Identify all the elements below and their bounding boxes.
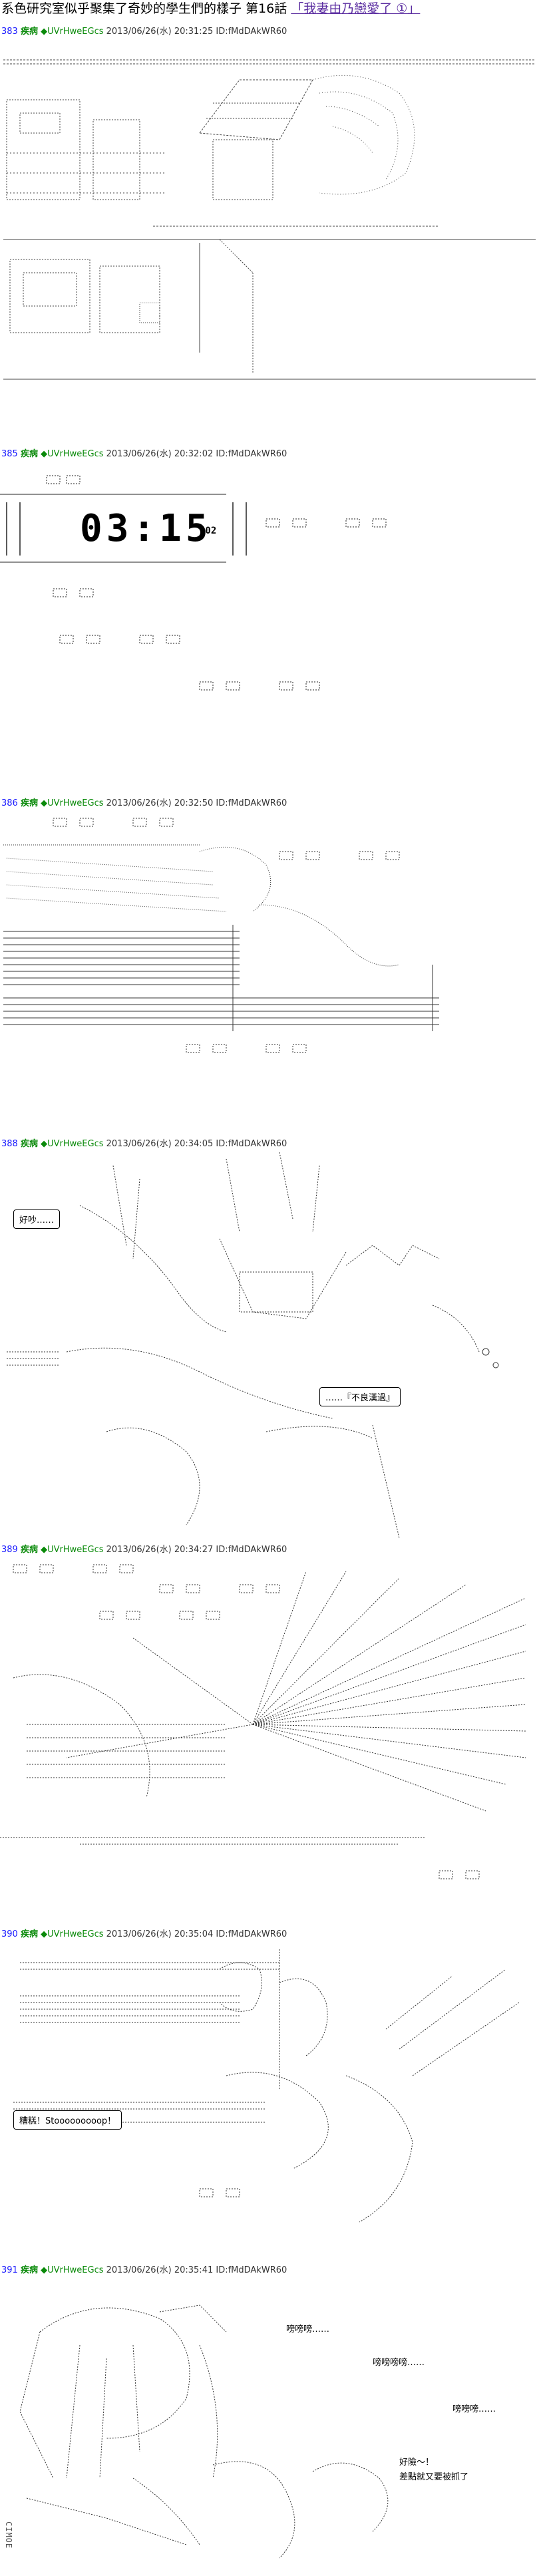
speech-text: 糟糕！Stooooooooop！ [19, 2116, 116, 2126]
post-number[interactable]: 386 [1, 798, 18, 808]
speech-bubble: ……『不良漢過』 [319, 1387, 401, 1406]
sound-effect: 嗙嗙嗙…… [452, 2404, 496, 2414]
post-meta: 2013/06/26(水) 20:31:25 ID:fMdDAkWR60 [106, 27, 287, 37]
post-number[interactable]: 390 [1, 1929, 18, 1939]
speech-text: ……『不良漢過』 [325, 1393, 395, 1403]
ascii-art-bedroom [3, 818, 439, 1053]
ascii-art-street-scene [3, 59, 536, 380]
post-header: 388 疾病 ◆UVrHweEGcs 2013/06/26(水) 20:34:0… [1, 1139, 287, 1150]
post-header: 386 疾病 ◆UVrHweEGcs 2013/06/26(水) 20:32:5… [1, 798, 287, 809]
page-title-chapter: 「我妻由乃戀愛了 ①」 [291, 1, 421, 16]
post-meta: 2013/06/26(水) 20:35:04 ID:fMdDAkWR60 [106, 1929, 287, 1939]
ascii-art-alarm-clock [0, 475, 387, 691]
speech-bubble: 好吵…… [13, 1209, 61, 1229]
post-meta: 2013/06/26(水) 20:35:41 ID:fMdDAkWR60 [106, 2265, 287, 2275]
ascii-art-hiding [19, 2305, 389, 2559]
post-number[interactable]: 383 [1, 27, 18, 37]
post-number[interactable]: 391 [1, 2265, 18, 2275]
post-number[interactable]: 388 [1, 1139, 18, 1149]
clock-display: 03:15 [80, 507, 212, 550]
speech-text: 好吵…… [19, 1215, 55, 1225]
post-header: 390 疾病 ◆UVrHweEGcs 2013/06/26(水) 20:35:0… [1, 1929, 287, 1940]
post-header: 389 疾病 ◆UVrHweEGcs 2013/06/26(水) 20:34:2… [1, 1545, 287, 1555]
poster-name: 疾病 [20, 1545, 38, 1555]
post-meta: 2013/06/26(水) 20:32:02 ID:fMdDAkWR60 [106, 449, 287, 459]
page-title: 系色研究室似乎聚集了奇妙的學生們的樣子 第16話 「我妻由乃戀愛了 ①」 [1, 0, 538, 17]
poster-name: 疾病 [20, 27, 38, 37]
poster-trip: ◆UVrHweEGcs [41, 1929, 104, 1939]
post-header: 385 疾病 ◆UVrHweEGcs 2013/06/26(水) 20:32:0… [1, 449, 287, 460]
poster-trip: ◆UVrHweEGcs [41, 1545, 104, 1555]
speech-text: 差點就又要被抓了 [399, 2472, 469, 2482]
ascii-art-sunburst [0, 1564, 526, 1879]
poster-trip: ◆UVrHweEGcs [41, 449, 104, 459]
poster-name: 疾病 [20, 1139, 38, 1149]
poster-trip: ◆UVrHweEGcs [41, 798, 104, 808]
page-title-main: 系色研究室似乎聚集了奇妙的學生們的樣子 第16話 [1, 1, 287, 16]
speech-text: 好險～！ [399, 2458, 435, 2468]
sound-effect: 嗙嗙嗙…… [286, 2325, 330, 2334]
poster-name: 疾病 [20, 449, 38, 459]
sound-effect: 嗙嗙嗙嗙…… [373, 2358, 425, 2368]
post-meta: 2013/06/26(水) 20:34:27 ID:fMdDAkWR60 [106, 1545, 287, 1555]
poster-trip: ◆UVrHweEGcs [41, 27, 104, 37]
post-header: 391 疾病 ◆UVrHweEGcs 2013/06/26(水) 20:35:4… [1, 2265, 287, 2276]
poster-trip: ◆UVrHweEGcs [41, 1139, 104, 1149]
post-number[interactable]: 389 [1, 1545, 18, 1555]
post-meta: 2013/06/26(水) 20:32:50 ID:fMdDAkWR60 [106, 798, 287, 808]
poster-name: 疾病 [20, 2265, 38, 2275]
post-meta: 2013/06/26(水) 20:34:05 ID:fMdDAkWR60 [106, 1139, 287, 1149]
poster-name: 疾病 [20, 1929, 38, 1939]
post-number[interactable]: 385 [1, 449, 18, 459]
ascii-art-running [13, 1949, 520, 2223]
post-header: 383 疾病 ◆UVrHweEGcs 2013/06/26(水) 20:31:2… [1, 27, 287, 37]
poster-name: 疾病 [20, 798, 38, 808]
clock-seconds: .02 [200, 526, 217, 536]
speech-bubble: 糟糕！Stooooooooop！ [13, 2110, 122, 2130]
poster-trip: ◆UVrHweEGcs [41, 2265, 104, 2275]
ascii-art-waking-character [7, 1152, 499, 1538]
watermark: CIMOE [4, 2521, 13, 2549]
